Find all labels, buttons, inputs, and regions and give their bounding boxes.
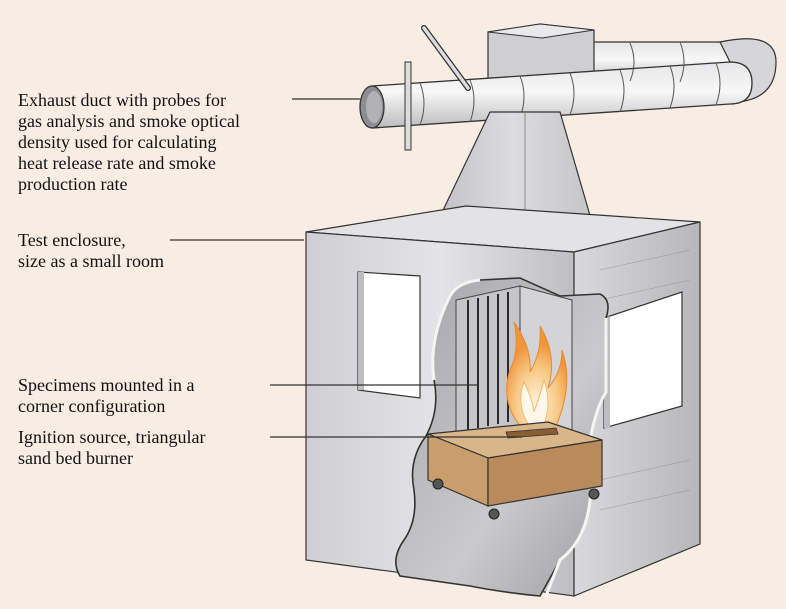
label-line: corner configuration — [18, 396, 166, 416]
label-line: Specimens mounted in a — [18, 375, 195, 395]
smoke-probe-rod — [421, 25, 471, 91]
label-line: production rate — [18, 174, 128, 194]
sand-bed-burner — [427, 421, 603, 520]
label-line: Exhaust duct with probes for — [18, 90, 226, 110]
label-ignition-source: Ignition source, triangular sand bed bur… — [18, 427, 205, 469]
label-test-enclosure: Test enclosure, size as a small room — [18, 230, 164, 272]
flame — [506, 321, 568, 427]
label-line: gas analysis and smoke optical — [18, 111, 240, 131]
label-line: heat release rate and smoke — [18, 153, 216, 173]
label-specimens: Specimens mounted in a corner configurat… — [18, 375, 194, 417]
label-exhaust-duct: Exhaust duct with probes for gas analysi… — [18, 90, 240, 195]
label-line: Test enclosure, — [18, 230, 126, 250]
gas-analysis-probe — [404, 61, 412, 151]
leader-lines — [170, 98, 522, 438]
label-line: size as a small room — [18, 251, 164, 271]
test-enclosure — [305, 205, 701, 597]
label-line: sand bed burner — [18, 448, 133, 468]
exhaust-duct — [359, 23, 777, 129]
label-line: density used for calculating — [18, 132, 217, 152]
label-line: Ignition source, triangular — [18, 427, 206, 447]
